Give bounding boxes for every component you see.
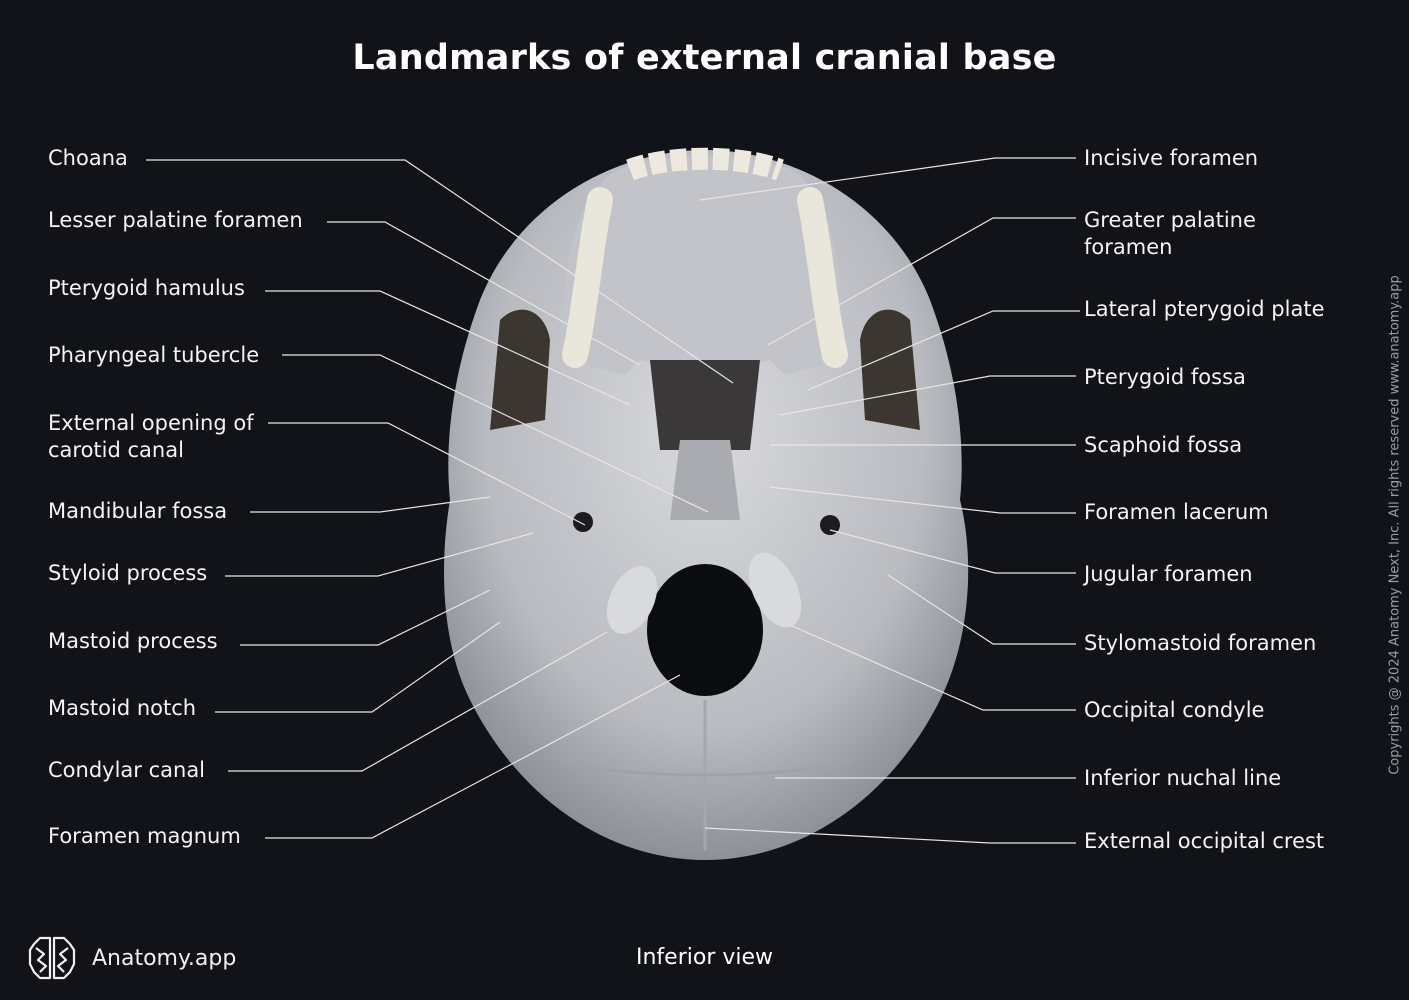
leader-line bbox=[767, 217, 1076, 346]
label-incisive-foramen: Incisive foramen bbox=[1084, 146, 1259, 170]
label-pterygoid-fossa: Pterygoid fossa bbox=[1084, 365, 1246, 389]
label-mastoid-process: Mastoid process bbox=[48, 629, 218, 653]
leader-line bbox=[265, 674, 681, 839]
leader-line bbox=[240, 589, 491, 646]
label-jugular-foramen: Jugular foramen bbox=[1084, 562, 1253, 586]
label-scaphoid-fossa: Scaphoid fossa bbox=[1084, 433, 1243, 457]
leader-line bbox=[146, 159, 734, 384]
leader-line bbox=[779, 375, 1076, 416]
label-pharyngeal-tubercle: Pharyngeal tubercle bbox=[48, 343, 260, 367]
skull bbox=[444, 147, 969, 860]
label-occipital-condyle: Occipital condyle bbox=[1084, 698, 1265, 722]
leader-line bbox=[265, 290, 631, 406]
leader-line bbox=[769, 486, 1076, 514]
view-caption: Inferior view bbox=[635, 945, 774, 970]
label-mandibular-fossa: Mandibular fossa bbox=[48, 499, 228, 523]
label-inferior-nuchal-line: Inferior nuchal line bbox=[1084, 766, 1282, 790]
brand-name: Anatomy.app bbox=[92, 945, 237, 971]
leader-line bbox=[829, 529, 1076, 574]
leader-line bbox=[887, 574, 1076, 645]
label-styloid-process: Styloid process bbox=[48, 561, 208, 585]
leader-line bbox=[704, 827, 1076, 844]
brain-icon bbox=[28, 936, 76, 980]
label-lateral-pterygoid-plate: Lateral pterygoid plate bbox=[1084, 297, 1325, 321]
label-pterygoid-hamulus: Pterygoid hamulus bbox=[48, 276, 245, 300]
leader-line bbox=[250, 496, 491, 513]
leader-lines bbox=[146, 157, 1080, 844]
leader-line bbox=[699, 157, 1076, 201]
leader-line bbox=[282, 354, 709, 513]
label-mastoid-notch: Mastoid notch bbox=[48, 696, 197, 720]
leader-line bbox=[225, 532, 534, 577]
label-stylomastoid-foramen: Stylomastoid foramen bbox=[1084, 631, 1317, 655]
label-condylar-canal: Condylar canal bbox=[48, 758, 206, 782]
label-foramen-magnum: Foramen magnum bbox=[48, 824, 241, 848]
page-title: Landmarks of external cranial base bbox=[352, 38, 1057, 78]
label-external-opening-carotid-canal: External opening of carotid canal bbox=[48, 411, 254, 462]
leader-line bbox=[807, 310, 1080, 391]
leader-line bbox=[215, 621, 501, 713]
label-greater-palatine-foramen: Greater palatine foramen bbox=[1084, 208, 1256, 259]
leader-line bbox=[268, 422, 586, 526]
brand-logo: Anatomy.app bbox=[26, 934, 236, 982]
label-external-occipital-crest: External occipital crest bbox=[1084, 829, 1325, 853]
leader-line bbox=[327, 221, 641, 366]
label-foramen-lacerum: Foramen lacerum bbox=[1084, 500, 1269, 524]
leader-line bbox=[789, 624, 1076, 711]
label-choana: Choana bbox=[48, 146, 128, 170]
leader-line bbox=[228, 631, 608, 772]
copyright-text: Copyrights @ 2024 Anatomy Next, Inc. All… bbox=[1387, 275, 1403, 775]
label-lesser-palatine-foramen: Lesser palatine foramen bbox=[48, 208, 303, 232]
